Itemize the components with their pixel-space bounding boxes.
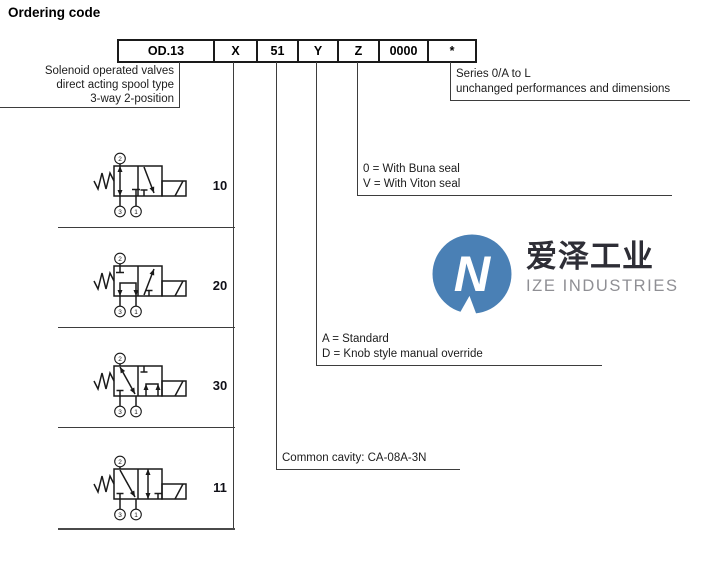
port-circle [130,405,142,418]
series-callout: Series 0/A to L unchanged performances a… [450,62,690,101]
solenoid-icon [161,180,187,197]
seal-callout: 0 = With Buna seal V = With Viton seal [357,62,672,196]
valve-type-line: direct acting spool type [56,79,174,91]
cavity-callout: Common cavity: CA-08A-3N [276,62,460,470]
port-circle [114,305,126,318]
port-circle [114,252,126,265]
solenoid-icon [161,380,187,397]
spring-icon [93,170,115,192]
port-circle [114,205,126,218]
override-line: A = Standard [322,333,389,345]
code-segment-size: 51 [258,41,299,61]
valve-code-30: 30 [212,378,228,393]
valve-code-20: 20 [212,278,228,293]
logo-chinese-name: 爱泽工业 [526,239,654,274]
port-number: 3 [118,512,122,519]
port-circle [114,455,126,468]
port-number: 1 [134,409,138,416]
cavity-line: Common cavity: CA-08A-3N [282,452,427,464]
valve-symbol-11: 2 3 1 [93,455,187,521]
port-circle [114,405,126,418]
valve-symbol-30: 2 3 1 [93,352,187,418]
seal-line: 0 = With Buna seal [363,163,460,175]
logo-english-name: IZE INDUSTRIES [526,277,679,295]
logo-mark-icon: N [432,234,512,316]
port-circle [114,352,126,365]
logo-monogram: N [454,245,492,302]
port-circle [130,305,142,318]
valve-code-10: 10 [212,178,228,193]
solenoid-icon [161,483,187,500]
valve-type-label-box: Solenoid operated valves direct acting s… [0,62,180,108]
port-number: 1 [134,309,138,316]
spool-connector-hline [58,528,235,530]
watermark-logo: N 爱泽工业 IZE INDUSTRIES [430,232,679,316]
code-segment-seal: Z [339,41,380,61]
valve-code-11: 11 [213,480,227,495]
override-line: D = Knob style manual override [322,348,483,360]
port-number: 1 [134,512,138,519]
port-circle [114,508,126,521]
override-callout: A = Standard D = Knob style manual overr… [316,62,602,366]
spring-icon [93,370,115,392]
port-number: 2 [118,156,122,163]
spring-icon [93,270,115,292]
ordering-code-table: OD.13 X 51 Y Z 0000 * [117,39,477,63]
valve-type-line: Solenoid operated valves [44,65,174,77]
series-line: Series 0/A to L [456,68,531,80]
valve-type-line: 3-way 2-position [90,93,174,105]
port-number: 2 [118,459,122,466]
code-segment-model: OD.13 [119,41,215,61]
port-circle [130,508,142,521]
code-segment-voltage: 0000 [380,41,429,61]
row-separator [58,427,235,428]
valve-symbol-10: 2 3 1 [93,152,187,218]
page-title: Ordering code [8,5,101,20]
valve-symbol-20: 2 3 1 [93,252,187,318]
spool-connector-vline [233,62,234,530]
spring-icon [93,473,115,495]
port-number: 3 [118,409,122,416]
row-separator [58,227,235,228]
code-segment-spool: X [215,41,258,61]
seal-line: V = With Viton seal [363,178,461,190]
port-circle [130,205,142,218]
series-line: unchanged performances and dimensions [456,83,671,95]
port-number: 1 [134,209,138,216]
port-number: 3 [118,309,122,316]
port-circle [114,152,126,165]
code-segment-series: * [449,44,455,58]
port-number: 2 [118,256,122,263]
row-separator [58,327,235,328]
port-number: 2 [118,356,122,363]
port-number: 3 [118,209,122,216]
solenoid-icon [161,280,187,297]
code-segment-override: Y [299,41,339,61]
